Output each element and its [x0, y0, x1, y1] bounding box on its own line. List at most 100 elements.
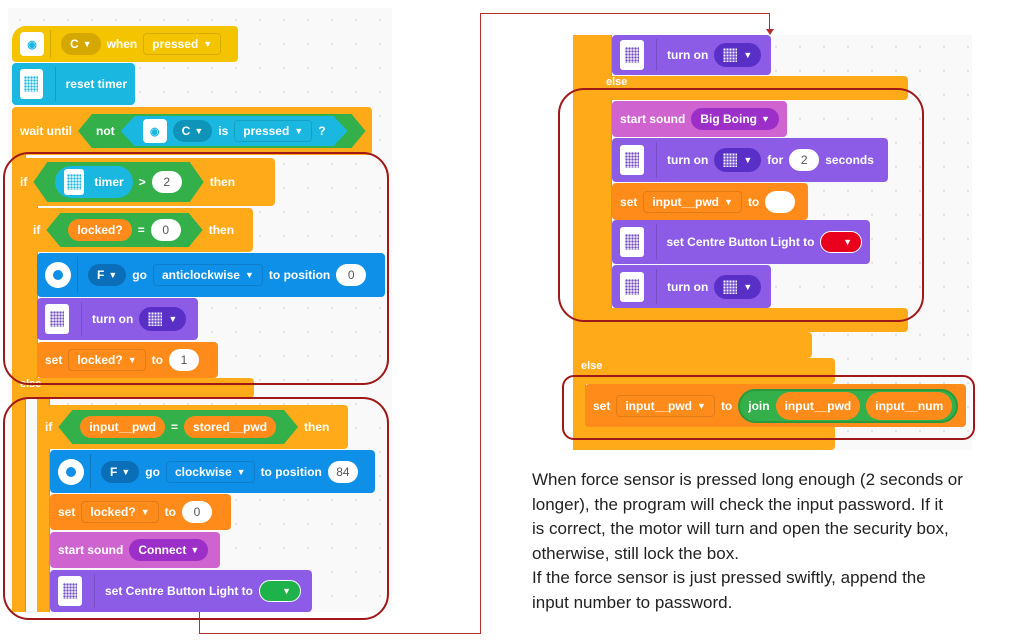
connector-line: [769, 13, 770, 31]
if-label: if: [33, 223, 41, 237]
for-label: for: [767, 153, 784, 167]
if-end-bar: [585, 332, 812, 358]
light-label: set Centre Button Light to: [666, 235, 815, 249]
equals-operator[interactable]: input__pwd = stored__pwd: [58, 410, 298, 444]
start-sound-block[interactable]: start sound Big Boing▼: [612, 101, 787, 137]
when-label: when: [106, 37, 138, 51]
input-num-variable[interactable]: input__num: [866, 391, 953, 420]
highlight-frame: [558, 88, 924, 322]
hub-icon: [620, 271, 644, 302]
connector-line: [480, 13, 770, 14]
to-label: to: [151, 353, 163, 367]
color-dropdown[interactable]: ▼: [820, 231, 863, 253]
image-dropdown[interactable]: ▼: [139, 307, 187, 331]
then-label: then: [209, 175, 236, 189]
value-input[interactable]: 2: [152, 171, 182, 193]
set-light-block[interactable]: set Centre Button Light to ▼: [612, 220, 870, 264]
turn-on-block[interactable]: turn on ▼: [612, 265, 771, 308]
set-light-block[interactable]: set Centre Button Light to ▼: [50, 570, 312, 612]
hub-icon: [620, 40, 644, 70]
description-text: When force sensor is pressed long enough…: [532, 468, 1022, 615]
set-input-pwd-block[interactable]: set input__pwd▼ to: [612, 183, 808, 220]
set-label: set: [593, 398, 611, 413]
sound-dropdown[interactable]: Connect▼: [129, 539, 209, 561]
variable-dropdown[interactable]: input__pwd▼: [616, 394, 715, 417]
sound-dropdown[interactable]: Big Boing▼: [691, 108, 779, 130]
set-join-block[interactable]: set input__pwd▼ to join input__pwd input…: [585, 384, 966, 427]
operator-label: >: [138, 175, 146, 189]
port-dropdown[interactable]: F▼: [101, 460, 140, 483]
port-dropdown[interactable]: C▼: [173, 120, 213, 142]
value-input[interactable]: 1: [168, 349, 199, 371]
equals-operator[interactable]: locked? = 0: [46, 213, 202, 247]
timer-reporter[interactable]: timer: [55, 166, 132, 198]
value-input[interactable]: [765, 190, 796, 213]
light-label: set Centre Button Light to: [105, 584, 253, 598]
wait-until-label: wait until: [20, 124, 72, 138]
go-label: go: [132, 268, 147, 282]
variable-dropdown[interactable]: locked?▼: [68, 349, 146, 371]
go-label: go: [145, 464, 160, 479]
pixel-image-icon: [723, 48, 738, 62]
set-locked-block[interactable]: set locked?▼ to 1: [37, 342, 218, 378]
set-locked-block[interactable]: set locked?▼ to 0: [50, 494, 231, 530]
to-label: to: [747, 194, 760, 209]
value-input[interactable]: 0: [151, 219, 181, 241]
highlight-frame: [3, 397, 389, 620]
if-locked-block[interactable]: if locked? = 0 then: [25, 208, 253, 252]
direction-dropdown[interactable]: anticlockwise▼: [152, 264, 263, 286]
turn-on-label: turn on: [667, 153, 709, 167]
turn-on-label: turn on: [667, 48, 709, 62]
seconds-input[interactable]: 2: [789, 149, 820, 171]
set-label: set: [45, 353, 63, 367]
if-label: if: [45, 420, 53, 434]
else-bar[interactable]: else: [573, 358, 835, 384]
force-sensor-pressed-condition[interactable]: ◉ C▼ is pressed▼ ?: [121, 116, 348, 146]
to-position-label: to position: [268, 268, 331, 282]
operator-label: =: [137, 223, 145, 237]
input-pwd-variable[interactable]: input__pwd: [775, 391, 861, 420]
force-sensor-icon: ◉: [20, 32, 44, 56]
input-pwd-variable[interactable]: input__pwd: [80, 416, 165, 438]
if-timer-block[interactable]: if timer > 2 then: [12, 158, 275, 206]
reset-timer-block[interactable]: reset timer: [12, 63, 135, 105]
turn-on-block[interactable]: turn on ▼: [37, 298, 198, 340]
position-input[interactable]: 84: [327, 460, 358, 483]
port-dropdown[interactable]: F▼: [88, 264, 127, 286]
variable-dropdown[interactable]: input__pwd▼: [643, 190, 742, 213]
hub-icon: [64, 169, 84, 195]
image-dropdown[interactable]: ▼: [714, 274, 762, 299]
motor-icon: [58, 458, 84, 485]
not-operator[interactable]: not ◉ C▼ is pressed▼ ?: [78, 114, 366, 148]
turn-on-block[interactable]: turn on ▼: [612, 35, 771, 75]
x-image-icon: [723, 153, 738, 167]
q-label: ?: [318, 124, 326, 138]
turn-on-label: turn on: [667, 279, 709, 294]
join-operator[interactable]: join input__pwd input__num: [738, 388, 959, 423]
state-dropdown[interactable]: pressed▼: [143, 33, 222, 55]
value-input[interactable]: 0: [181, 501, 212, 523]
motor-go-to-position-block[interactable]: F▼ go clockwise▼ to position 84: [50, 450, 375, 493]
variable-dropdown[interactable]: locked?▼: [81, 501, 159, 523]
start-sound-block[interactable]: start sound Connect▼: [50, 532, 220, 568]
locked-variable[interactable]: locked?: [68, 219, 131, 241]
direction-dropdown[interactable]: clockwise▼: [165, 460, 255, 483]
motor-go-to-position-block[interactable]: F▼ go anticlockwise▼ to position 0: [37, 253, 385, 297]
join-label: join: [748, 398, 770, 413]
image-dropdown[interactable]: ▼: [714, 148, 762, 172]
if-password-block[interactable]: if input__pwd = stored__pwd then: [37, 405, 348, 449]
turn-on-for-block[interactable]: turn on ▼ for 2 seconds: [612, 138, 888, 182]
position-input[interactable]: 0: [336, 264, 367, 286]
greater-than-operator[interactable]: timer > 2: [33, 162, 203, 202]
port-dropdown[interactable]: C▼: [61, 33, 101, 55]
state-dropdown[interactable]: pressed▼: [234, 120, 312, 142]
hub-icon: [620, 145, 644, 175]
image-dropdown[interactable]: ▼: [714, 43, 762, 67]
when-pressed-hat[interactable]: ◉ C▼ when pressed▼: [12, 26, 238, 62]
color-dropdown[interactable]: ▼: [258, 580, 301, 602]
c-bar: [37, 398, 50, 612]
wait-until-block[interactable]: wait until not ◉ C▼ is pressed▼ ?: [12, 107, 372, 155]
stored-pwd-variable[interactable]: stored__pwd: [184, 416, 276, 438]
pixel-image-icon: [723, 279, 738, 294]
set-label: set: [620, 194, 638, 209]
